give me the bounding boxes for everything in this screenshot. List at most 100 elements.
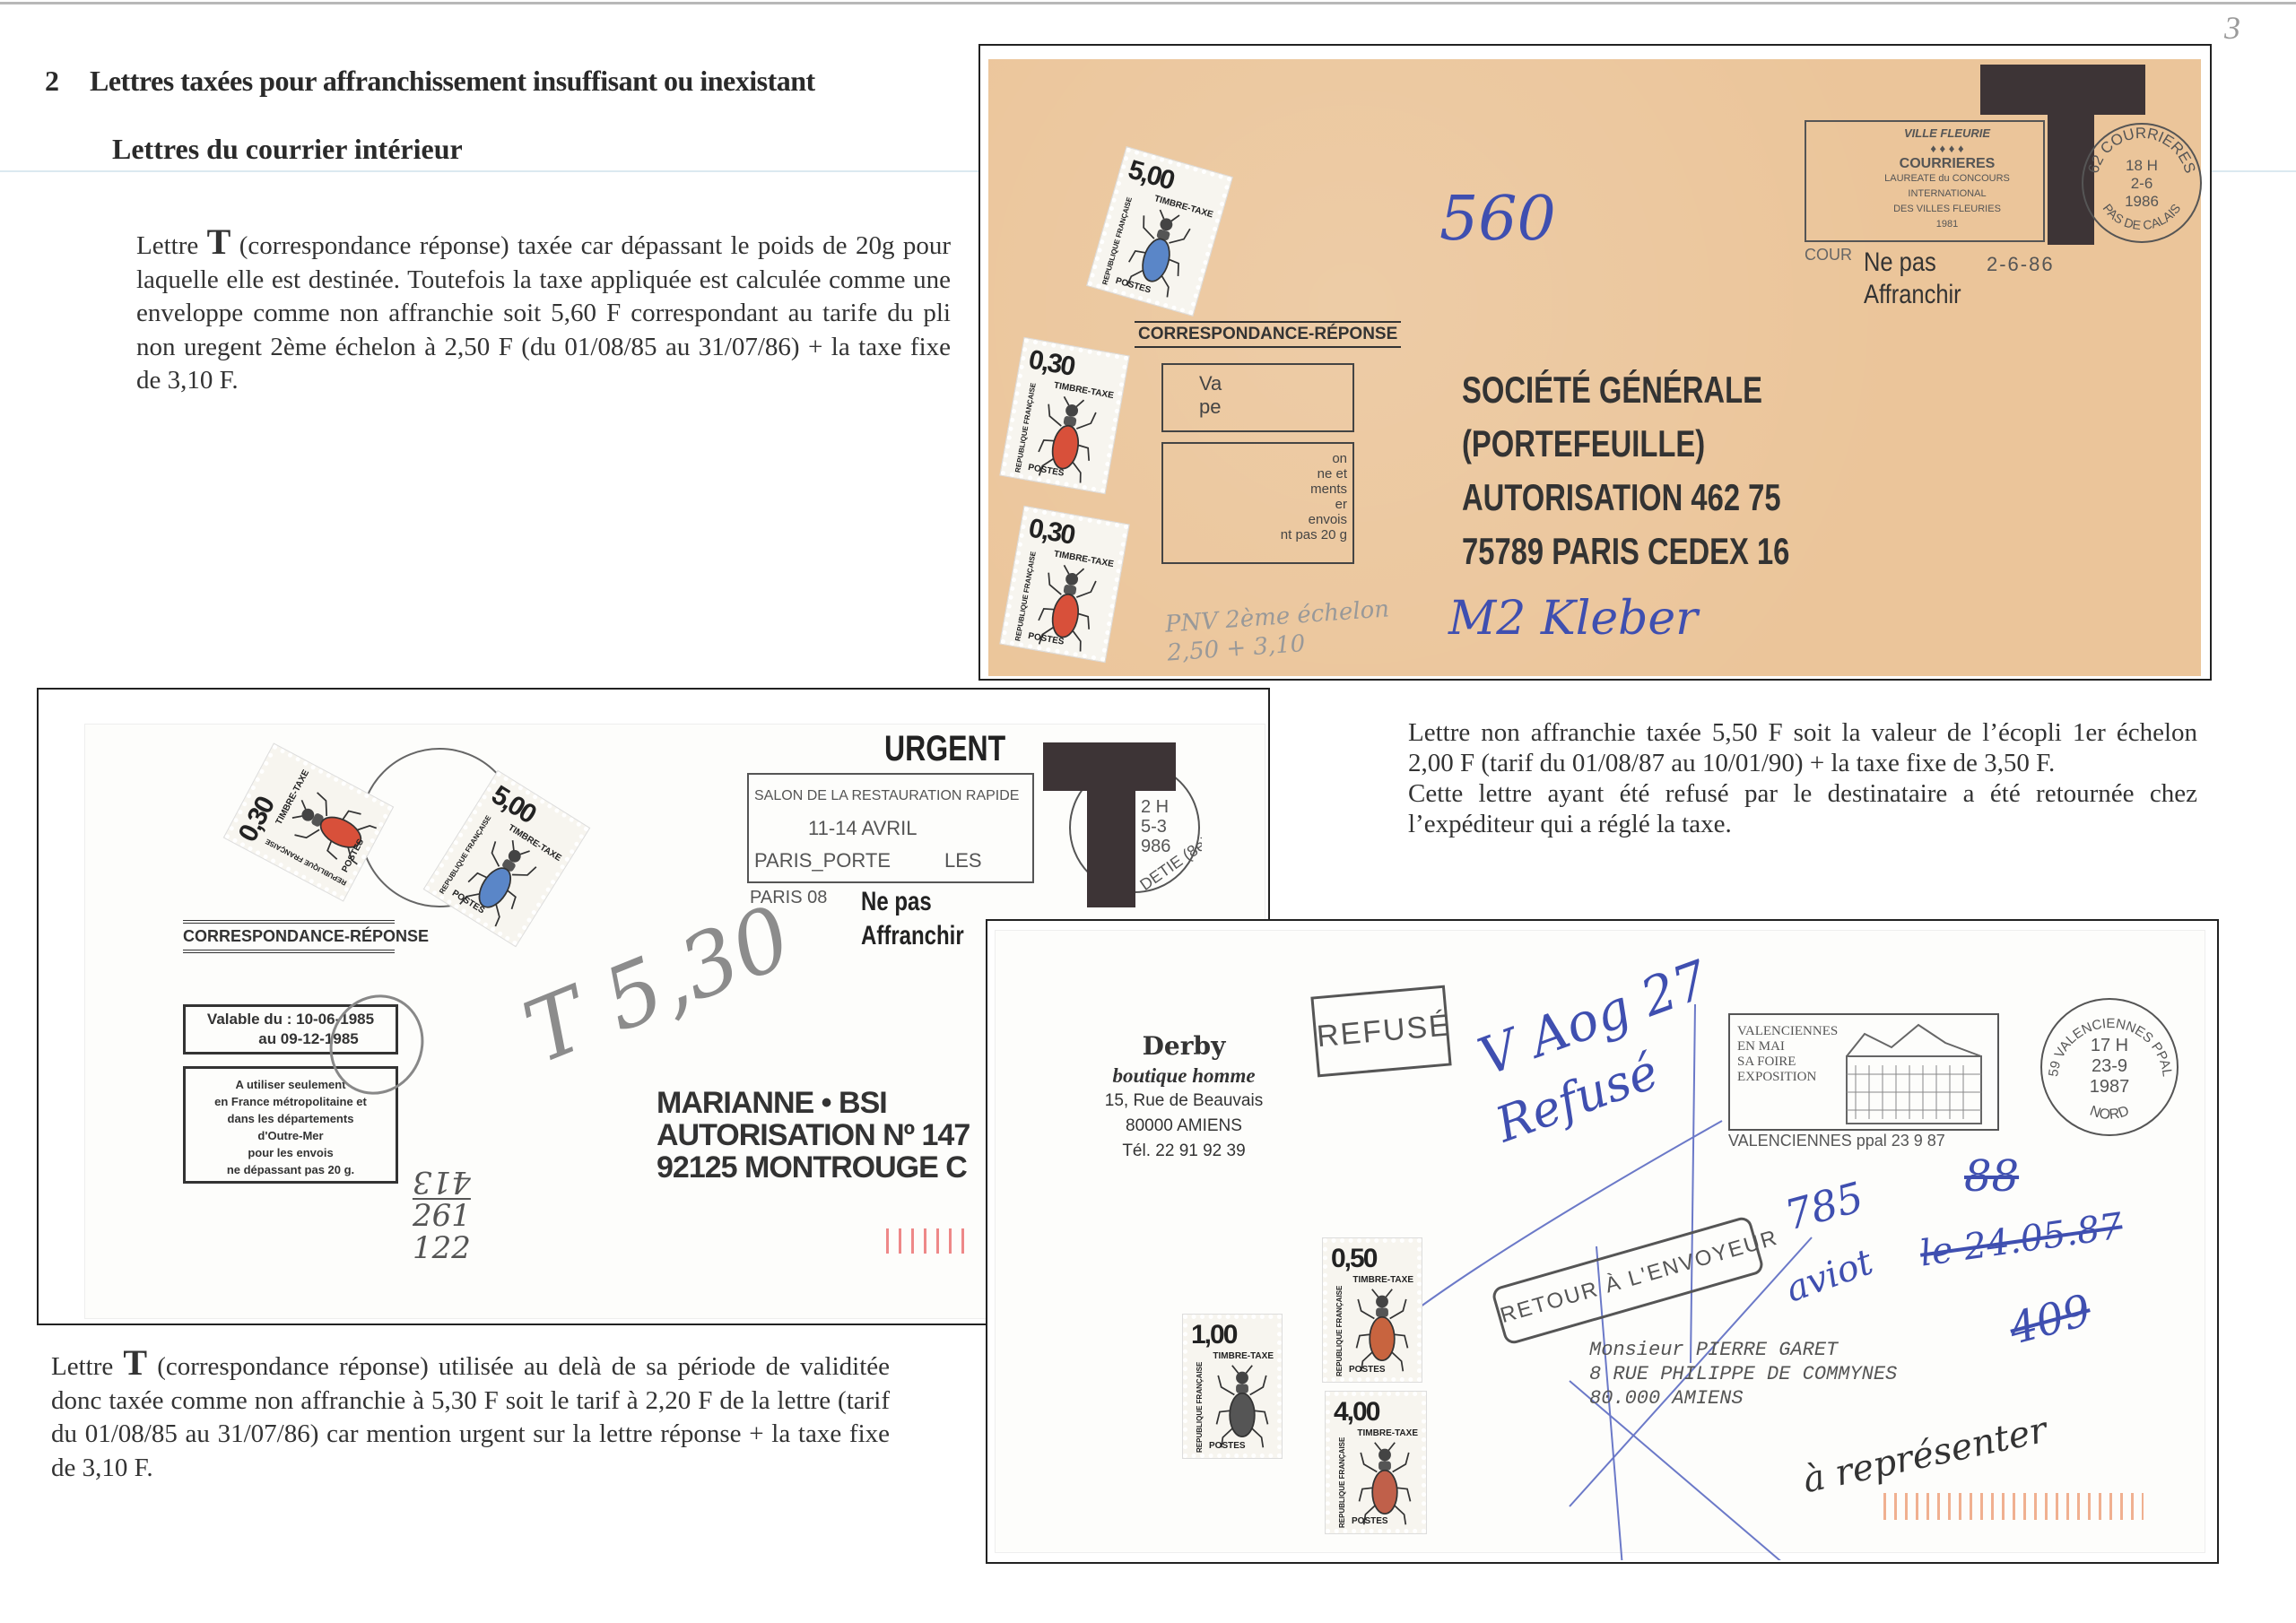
postage-due-stamp: 5,00 TIMBRE-TAXE REPUBLIQUE FRANÇAISE PO… xyxy=(1085,146,1234,317)
desc-text: (correspondance réponse) taxée car dépas… xyxy=(136,231,952,395)
stamp-country: REPUBLIQUE FRANÇAISE xyxy=(1196,1361,1204,1453)
section-title-text: Lettres taxées pour affranchissement ins… xyxy=(90,65,815,97)
svg-text:NORD: NORD xyxy=(2088,1104,2131,1124)
postmark-courrieres: 62 COURRIERES PAS DE CALAIS 18 H 2-6 198… xyxy=(2082,123,2202,243)
box-text: nt pas 20 g xyxy=(1280,527,1347,542)
letter-t: T xyxy=(206,221,231,262)
flame-line: COURRIERES xyxy=(1899,156,1996,171)
box-text: pe xyxy=(1199,395,1222,418)
sender-phone: Tél. 22 91 92 39 xyxy=(1122,1141,1246,1160)
stamp-value: 5,00 xyxy=(1125,154,1177,196)
postmark-date: 2-6 xyxy=(2131,175,2153,192)
address-line: SOCIÉTÉ GÉNÉRALE xyxy=(1462,369,1762,411)
flame-line: LAUREATE du CONCOURS xyxy=(1884,173,2010,184)
beetle-icon xyxy=(1353,1441,1416,1529)
calc-line: 122 xyxy=(413,1230,471,1266)
postmark-valenciennes: 59 VALENCIENNES PPAL NORD 17 H 23-9 1987 xyxy=(2040,998,2179,1136)
handwritten-note: M2 Kleber xyxy=(1448,592,1699,646)
postmark-time: 2 H xyxy=(1141,797,1169,817)
affranchir-text: Affranchir xyxy=(861,921,964,950)
stamp-value: 0,30 xyxy=(1026,513,1076,551)
address-line: 92125 MONTROUGE C xyxy=(657,1150,968,1184)
sender-address: Derby boutique homme 15, Rue de Beauvais… xyxy=(1099,1031,1269,1161)
page-number: 3 xyxy=(2224,10,2240,46)
stamp-label: TIMBRE-TAXE xyxy=(1357,1428,1418,1438)
barcode-marks xyxy=(886,1228,967,1254)
usage-line: en France métropolitaine et xyxy=(214,1095,367,1108)
flame-line: ♦ ♦ ♦ ♦ xyxy=(1930,142,1964,155)
calc-line: 413 xyxy=(413,1164,471,1200)
stamp-value: 0,50 xyxy=(1331,1244,1378,1273)
flame-line: VALENCIENNES xyxy=(1737,1024,1839,1038)
handwritten-note: 88 xyxy=(1964,1151,2020,1202)
stamp-postes: POSTES xyxy=(1352,1516,1388,1526)
flame-line: SA FOIRE xyxy=(1737,1055,1796,1069)
flame-line: EN MAI xyxy=(1737,1039,1785,1054)
usage-box: on ne et ments er envois nt pas 20 g xyxy=(1161,442,1354,564)
postmark-year: 1987 xyxy=(2090,1077,2130,1097)
barcode-marks xyxy=(1883,1493,2144,1520)
subtitle: Lettres du courrier intérieur xyxy=(112,133,463,165)
address-line: MARIANNE • BSI xyxy=(657,1087,888,1120)
sender-street: 15, Rue de Beauvais xyxy=(1104,1091,1264,1110)
description-1: Lettre T (correspondance réponse) taxée … xyxy=(136,224,951,398)
box-text: Va xyxy=(1199,372,1222,395)
postmark-date: 5-3 xyxy=(1141,817,1167,837)
beetle-icon xyxy=(1026,391,1105,493)
beetle-icon xyxy=(1351,1288,1413,1377)
postage-due-stamp: 1,00 TIMBRE-TAXE REPUBLIQUE FRANÇAISE PO… xyxy=(1182,1314,1283,1459)
box-text: ne et xyxy=(1317,466,1347,482)
description-2: Lettre non affranchie taxée 5,50 F soit … xyxy=(1408,717,2197,839)
recipient-address: SOCIÉTÉ GÉNÉRALE (PORTEFEUILLE) AUTORISA… xyxy=(1462,363,1789,578)
tax-amount-handwritten: 560 xyxy=(1439,184,1556,255)
usage-line: dans les départements xyxy=(227,1112,354,1125)
flame-line: LES xyxy=(944,849,982,872)
usage-box: A utiliser seulement en France métropoli… xyxy=(183,1066,398,1184)
beetle-icon xyxy=(1026,560,1105,662)
valid-from: Valable du : 10-06-1985 xyxy=(206,1011,375,1028)
stamp-label: TIMBRE-TAXE xyxy=(1213,1351,1274,1361)
postage-due-stamp: 4,00 TIMBRE-TAXE REPUBLIQUE FRANÇAISE PO… xyxy=(1325,1391,1427,1534)
address-line: 75789 PARIS CEDEX 16 xyxy=(1462,530,1790,572)
flame-date: 2-6-86 xyxy=(1987,253,2055,275)
beetle-icon xyxy=(443,828,549,944)
postmark-paris-8: 2 H 5-3 986 DETIE (8e) xyxy=(1069,762,1202,894)
pencil-circle xyxy=(329,994,424,1095)
desc-text-2: Cette lettre ayant été refusé par le des… xyxy=(1408,779,2197,838)
flame-line: PARIS_PORTE xyxy=(754,849,891,872)
address-line: AUTORISATION Nº 147 xyxy=(657,1118,970,1152)
postage-due-stamp: 0,50 TIMBRE-TAXE REPUBLIQUE FRANÇAISE PO… xyxy=(1322,1237,1422,1383)
usage-line: A utiliser seulement xyxy=(235,1078,346,1091)
desc-prefix: Lettre xyxy=(51,1352,114,1381)
flame-line: VILLE FLEURIE xyxy=(1903,126,1991,140)
flame-line: 11-14 AVRIL xyxy=(808,817,918,839)
blue-ink-lines xyxy=(1416,1004,1813,1560)
stamp-country: REPUBLIQUE FRANÇAISE xyxy=(1335,1285,1344,1376)
urgent-stamp: URGENT xyxy=(884,729,1006,768)
address-line: AUTORISATION 462 75 xyxy=(1462,476,1781,518)
postmark-year: 986 xyxy=(1141,837,1170,856)
stamp-country: REPUBLIQUE FRANÇAISE xyxy=(1338,1436,1346,1528)
slogan-cancel: VILLE FLEURIE ♦ ♦ ♦ ♦ COURRIERES LAUREAT… xyxy=(1805,120,2045,242)
desc-text: Lettre non affranchie taxée 5,50 F soit … xyxy=(1408,718,2197,777)
pencil-calculation: 413 261 122 xyxy=(413,1164,471,1266)
correspondance-reponse-label: CORRESPONDANCE-RÉPONSE xyxy=(1135,321,1402,348)
sender-name: Derby xyxy=(1142,1031,1226,1061)
desc-prefix: Lettre xyxy=(136,231,199,260)
letter-t: T xyxy=(123,1342,148,1383)
flame-line: EXPOSITION xyxy=(1737,1070,1817,1084)
stamp-value: 4,00 xyxy=(1334,1397,1380,1427)
flame-line: SALON DE LA RESTAURATION RAPIDE xyxy=(754,788,1020,803)
recipient-address: MARIANNE • BSI AUTORISATION Nº 147 92125… xyxy=(657,1087,979,1184)
postmark-time: 18 H xyxy=(2126,157,2158,174)
slogan-cancel: VALENCIENNES EN MAI SA FOIRE EXPOSITION xyxy=(1728,1013,1999,1131)
flame-footer: VALENCIENNES ppal 23 9 87 xyxy=(1728,1132,1945,1150)
stamp-value: 1,00 xyxy=(1191,1320,1238,1350)
box-text: envois xyxy=(1308,512,1347,527)
validity-box: Va pe xyxy=(1161,363,1354,432)
usage-line: d'Outre-Mer xyxy=(257,1129,324,1142)
beetle-icon xyxy=(281,781,393,882)
beetle-icon xyxy=(1211,1364,1274,1454)
ne-pas-text: Ne pas xyxy=(861,887,932,916)
